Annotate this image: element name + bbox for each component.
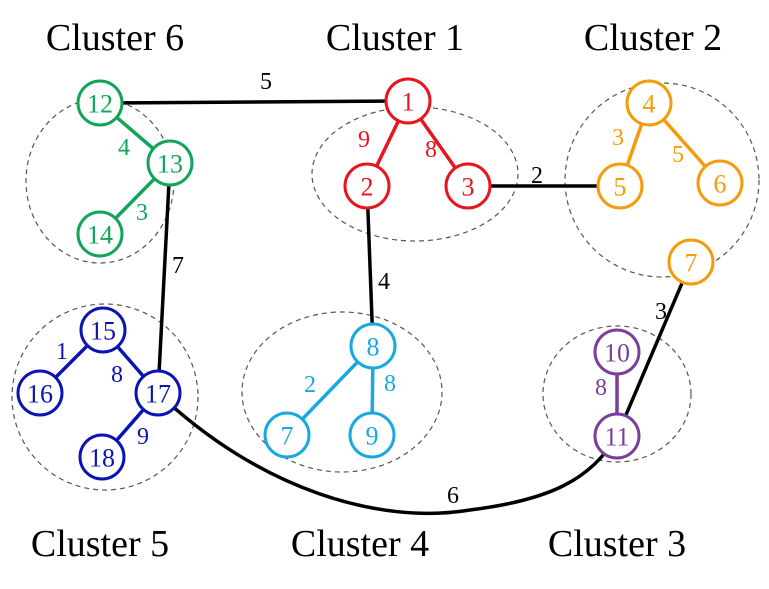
node-c6-13: 13: [146, 139, 194, 187]
cluster-boundary-c3: [542, 325, 692, 463]
edge-weight-label: 6: [447, 483, 459, 509]
cluster-title-c5: Cluster 5: [31, 523, 169, 565]
node-label: 14: [87, 221, 113, 250]
node-circle: [76, 210, 124, 258]
node-circle: [134, 369, 182, 417]
node-circle: [349, 322, 397, 370]
edge-c6-12-c1-1: [98, 99, 410, 105]
node-c1-3: 3: [444, 162, 492, 210]
edge-weight-label: 7: [172, 253, 184, 279]
node-c4-8: 8: [349, 322, 397, 370]
edge-weight-label: 2: [531, 163, 543, 189]
edge-weight-label: 3: [612, 125, 624, 151]
node-c3-11: 11: [593, 412, 641, 460]
node-circle: [79, 306, 127, 354]
node-circle: [16, 369, 64, 417]
node-circle: [384, 77, 432, 125]
node-circle: [593, 412, 641, 460]
edge-c6-13-c5-17: [156, 161, 172, 395]
node-label: 15: [90, 317, 116, 346]
edge-weight-label: 5: [672, 142, 684, 168]
edge-weight-label: 8: [111, 362, 123, 388]
edge-weight-label: 5: [260, 69, 272, 95]
cluster-boundary-c5: [11, 303, 199, 491]
node-c6-12: 12: [76, 79, 124, 127]
node-label: 16: [27, 380, 53, 409]
cluster-title-c4: Cluster 4: [291, 523, 429, 565]
edge-weight-label: 8: [595, 375, 607, 401]
node-c5-16: 16: [16, 369, 64, 417]
node-circle: [78, 433, 126, 481]
edge-c2-7-c3-11: [615, 260, 693, 438]
node-c5-18: 18: [78, 433, 126, 481]
edge-weight-label: 4: [118, 135, 130, 161]
node-c6-14: 14: [76, 210, 124, 258]
node-label: 4: [643, 90, 656, 119]
node-c3-10: 10: [593, 328, 641, 376]
cluster-boundary-c1: [311, 106, 519, 242]
node-label: 2: [361, 173, 374, 202]
node-c2-7: 7: [667, 238, 715, 286]
edge-weight-label: 3: [136, 200, 148, 226]
node-circle: [596, 162, 644, 210]
node-c2-4: 4: [625, 79, 673, 127]
edge-weight-label: 8: [384, 371, 396, 397]
node-label: 18: [89, 444, 115, 473]
node-circle: [696, 159, 744, 207]
node-circle: [146, 139, 194, 187]
cluster-title-c6: Cluster 6: [46, 17, 184, 59]
cluster-titles: Cluster 1 Cluster 2 Cluster 3 Cluster 4 Clus…: [31, 17, 722, 565]
node-label: 7: [685, 249, 698, 278]
node-c1-1: 1: [384, 77, 432, 125]
node-circle: [667, 238, 715, 286]
edge-weight-label: 1: [56, 339, 68, 365]
node-label: 3: [462, 173, 475, 202]
edge-c5-17-c3-11: [156, 391, 619, 516]
cluster-title-c3: Cluster 3: [548, 523, 686, 565]
node-c4-9: 9: [348, 411, 396, 459]
node-label: 7: [281, 422, 294, 451]
edge-weight-label: 4: [378, 269, 390, 295]
node-label: 6: [714, 170, 727, 199]
cluster-boundary-c4: [241, 311, 443, 473]
node-circle: [348, 411, 396, 459]
edge-c1-2-c4-8: [365, 184, 375, 348]
node-circle: [625, 79, 673, 127]
cluster-title-c2: Cluster 2: [584, 17, 722, 59]
node-label: 12: [87, 90, 113, 119]
node-label: 5: [614, 173, 627, 202]
node-circle: [76, 79, 124, 127]
edge-weight-label: 8: [425, 137, 437, 163]
cluster-boundary-c2: [564, 82, 760, 278]
node-label: 17: [145, 380, 171, 409]
node-label: 11: [604, 423, 629, 452]
node-c2-6: 6: [696, 159, 744, 207]
node-circle: [263, 411, 311, 459]
node-c5-15: 15: [79, 306, 127, 354]
node-label: 13: [157, 150, 183, 179]
edge-weight-label: 2: [304, 372, 316, 398]
edge-weight-label: 3: [655, 299, 667, 325]
node-label: 10: [604, 339, 630, 368]
node-label: 9: [366, 422, 379, 451]
node-label: 1: [402, 88, 415, 117]
node-c4-7: 7: [263, 411, 311, 459]
node-circle: [343, 162, 391, 210]
edge-weight-label: 9: [137, 424, 149, 450]
edge-weight-label: 9: [358, 127, 370, 153]
node-c5-17: 17: [134, 369, 182, 417]
node-circle: [444, 162, 492, 210]
node-c2-5: 5: [596, 162, 644, 210]
node-circle: [593, 328, 641, 376]
node-label: 8: [367, 333, 380, 362]
cluster-title-c1: Cluster 1: [326, 17, 464, 59]
node-c1-2: 2: [343, 162, 391, 210]
